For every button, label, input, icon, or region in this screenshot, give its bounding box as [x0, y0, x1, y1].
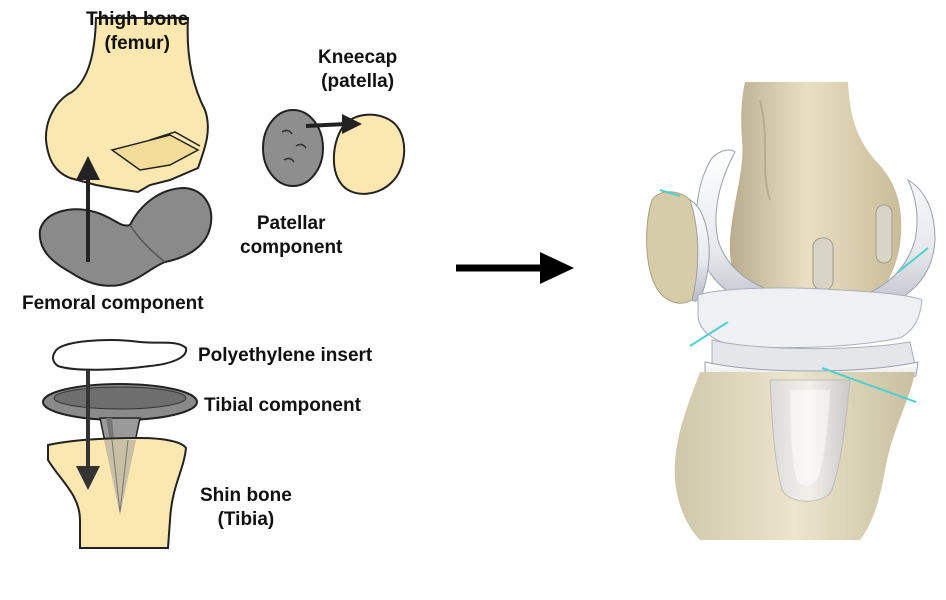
label-patellar-line1: Patellar [256, 213, 326, 234]
femur-bone [44, 17, 209, 194]
patella-arrow [305, 114, 362, 134]
label-polyethylene-insert: Polyethylene insert [198, 344, 372, 368]
shin-bone [47, 436, 188, 549]
polyethylene-insert [52, 339, 188, 371]
transition-arrow [456, 252, 574, 284]
label-patellar-component: Patellar component [240, 212, 342, 260]
tibia-arrow [76, 370, 100, 490]
label-thigh-bone-line1: Thigh bone [86, 9, 189, 30]
label-shin-bone: Shin bone (Tibia) [200, 484, 292, 532]
label-femoral-text: Femoral component [22, 293, 204, 314]
femoral-component [38, 186, 213, 287]
label-tibial-component: Tibial component [204, 394, 361, 418]
label-tibial-text: Tibial component [204, 395, 361, 416]
label-kneecap-line1: Kneecap [318, 47, 398, 68]
label-shin-bone-line2: (Tibia) [217, 509, 275, 530]
femur-arrow [76, 156, 100, 262]
kneecap-bone [332, 113, 406, 195]
label-thigh-bone-line2: (femur) [104, 33, 170, 54]
label-thigh-bone: Thigh bone (femur) [86, 8, 188, 56]
knee-render [646, 82, 936, 540]
patellar-component [262, 109, 324, 187]
label-kneecap-line2: (patella) [321, 71, 395, 92]
label-patellar-line2: component [240, 237, 343, 258]
label-kneecap: Kneecap (patella) [318, 46, 397, 94]
label-femoral-component: Femoral component [22, 292, 204, 316]
label-polyethylene-text: Polyethylene insert [198, 345, 373, 366]
label-shin-bone-line1: Shin bone [200, 485, 292, 506]
